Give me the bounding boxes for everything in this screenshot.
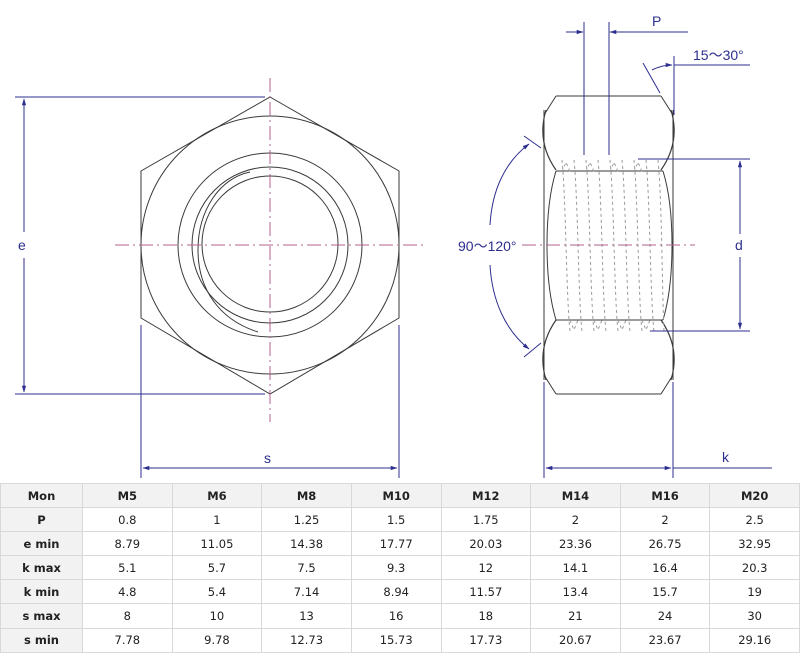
table-cell: 5.1 xyxy=(82,555,173,581)
row-label: e min xyxy=(0,531,83,557)
table-cell: 7.14 xyxy=(261,579,352,605)
table-row-s-min: s min 7.78 9.78 12.73 15.73 17.73 20.67 … xyxy=(0,627,800,653)
table-header-row: Mon M5 M6 M8 M10 M12 M14 M16 M20 xyxy=(0,482,800,509)
bore-circle xyxy=(201,175,339,313)
side-upper-arc xyxy=(542,109,675,171)
table-cell: 17.77 xyxy=(350,531,442,557)
p-dimension-label: P xyxy=(652,13,661,29)
table-cell: 18 xyxy=(440,603,532,629)
table-row-k-min: k min 4.8 5.4 7.14 8.94 11.57 13.4 15.7 … xyxy=(0,579,800,605)
s-dimension-label: s xyxy=(264,450,271,466)
table-cell: 15.7 xyxy=(619,579,711,605)
table-row-e-min: e min 8.79 11.05 14.38 17.77 20.03 23.36… xyxy=(0,531,800,557)
table-cell: 13 xyxy=(261,603,352,629)
table-cell: 29.16 xyxy=(709,627,800,653)
table-cell: 12.73 xyxy=(261,627,352,653)
k-dimension-label: k xyxy=(722,449,730,465)
header-m14: M14 xyxy=(530,482,621,509)
table-cell: 2 xyxy=(619,507,711,533)
table-cell: 12 xyxy=(440,555,532,581)
chamfer-angle-label: 15～30° xyxy=(693,47,744,63)
hex-nut-technical-drawing: e s xyxy=(15,13,772,478)
table-cell: 10 xyxy=(171,603,263,629)
table-cell: 24 xyxy=(619,603,711,629)
e-dimension-label: e xyxy=(18,237,26,253)
thread-spiral xyxy=(197,171,259,333)
table-cell: 8.79 xyxy=(82,531,173,557)
table-cell: 26.75 xyxy=(619,531,711,557)
row-label: P xyxy=(0,507,83,533)
table-row-p: P 0.8 1 1.25 1.5 1.75 2 2 2.5 xyxy=(0,507,800,533)
front-view: e s xyxy=(15,78,425,478)
header-m5: M5 xyxy=(82,482,173,509)
header-mon: Mon xyxy=(0,482,83,509)
table-cell: 7.5 xyxy=(261,555,352,581)
table-cell: 5.7 xyxy=(171,555,263,581)
header-m20: M20 xyxy=(709,482,800,509)
header-m8: M8 xyxy=(261,482,352,509)
table-cell: 5.4 xyxy=(171,579,263,605)
table-cell: 16 xyxy=(350,603,442,629)
table-cell: 20.03 xyxy=(440,531,532,557)
header-m12: M12 xyxy=(440,482,532,509)
table-cell: 1.25 xyxy=(261,507,352,533)
table-cell: 9.3 xyxy=(350,555,442,581)
side-lower-arc xyxy=(542,319,675,381)
table-cell: 16.4 xyxy=(619,555,711,581)
table-cell: 7.78 xyxy=(82,627,173,653)
countersink-angle-label: 90～120° xyxy=(458,238,517,254)
table-cell: 21 xyxy=(530,603,621,629)
side-bottom-chamfer xyxy=(543,374,674,395)
table-cell: 1.75 xyxy=(440,507,532,533)
row-label: k max xyxy=(0,555,83,581)
table-row-k-max: k max 5.1 5.7 7.5 9.3 12 14.1 16.4 20.3 xyxy=(0,555,800,581)
table-cell: 23.36 xyxy=(530,531,621,557)
header-m10: M10 xyxy=(350,482,442,509)
table-cell: 2 xyxy=(530,507,621,533)
table-cell: 14.38 xyxy=(261,531,352,557)
row-label: s min xyxy=(0,627,83,653)
countersink-arc-bottom xyxy=(489,264,530,350)
chamfer-angle-arc xyxy=(651,62,673,71)
table-cell: 11.05 xyxy=(171,531,263,557)
countersink-tick-bottom xyxy=(523,342,542,358)
table-cell: 32.95 xyxy=(709,531,800,557)
table-row-s-max: s max 8 10 13 16 18 21 24 30 xyxy=(0,603,800,629)
d-dimension-label: d xyxy=(735,237,743,253)
table-cell: 13.4 xyxy=(530,579,621,605)
side-view: P 15～30° 90～120° d k xyxy=(458,13,772,478)
row-label: s max xyxy=(0,603,83,629)
table-cell: 15.73 xyxy=(350,627,442,653)
countersink-tick-top xyxy=(523,135,542,149)
table-cell: 19 xyxy=(709,579,800,605)
table-cell: 20.67 xyxy=(530,627,621,653)
row-label: k min xyxy=(0,579,83,605)
chamfer-angle-leader xyxy=(642,62,661,94)
table-cell: 4.8 xyxy=(82,579,173,605)
table-cell: 9.78 xyxy=(171,627,263,653)
table-cell: 0.8 xyxy=(82,507,173,533)
table-cell: 1 xyxy=(171,507,263,533)
table-cell: 11.57 xyxy=(440,579,532,605)
table-cell: 8 xyxy=(82,603,173,629)
countersink-arc-top xyxy=(489,143,530,226)
header-m16: M16 xyxy=(619,482,711,509)
table-cell: 23.67 xyxy=(619,627,711,653)
dimension-spec-table: Mon M5 M6 M8 M10 M12 M14 M16 M20 P 0.8 1… xyxy=(0,482,800,653)
table-cell: 8.94 xyxy=(350,579,442,605)
header-m6: M6 xyxy=(171,482,263,509)
hidden-thread-lines xyxy=(561,159,665,333)
table-cell: 14.1 xyxy=(530,555,621,581)
table-cell: 1.5 xyxy=(350,507,442,533)
table-cell: 17.73 xyxy=(440,627,532,653)
table-cell: 30 xyxy=(709,603,800,629)
table-cell: 20.3 xyxy=(709,555,800,581)
table-cell: 2.5 xyxy=(709,507,800,533)
